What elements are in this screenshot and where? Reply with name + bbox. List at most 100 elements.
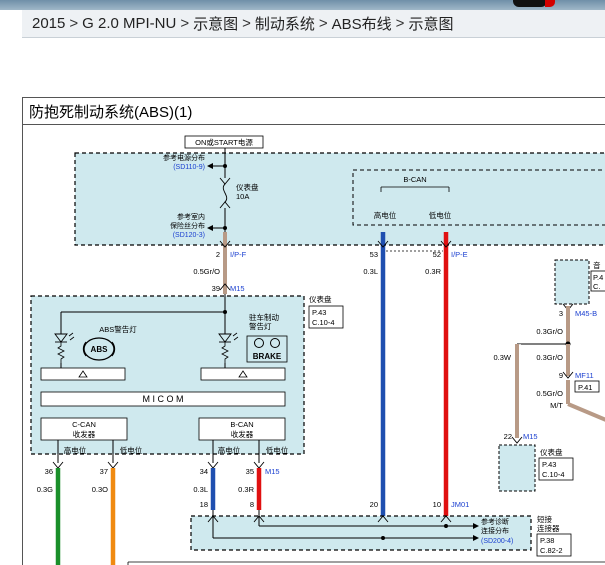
arrow-right-icon [473, 523, 479, 529]
resistor-icon [221, 342, 229, 363]
pin-label: 39 [212, 284, 220, 293]
bcan-label: B-CAN [403, 175, 426, 184]
cluster2-page: P.43 [542, 460, 556, 469]
ref-power-link[interactable]: (SD110-9) [173, 164, 205, 171]
wire-spec: 0.3R [425, 267, 441, 276]
breadcrumb-item-year[interactable]: 2015 [32, 15, 66, 32]
wire-spec: 0.3Gr/O [536, 353, 563, 362]
mf11-ref-box [574, 380, 600, 393]
wire-spec: 0.3O [92, 485, 108, 494]
fuse-rating: 10A [236, 192, 249, 201]
connector-label: JM01 [451, 500, 469, 509]
connector-label: M15 [230, 284, 245, 293]
cluster-ref-box [308, 305, 344, 329]
ccan-label: C-CAN [72, 420, 96, 429]
connector-chevron-icon [219, 240, 231, 248]
pin-label: 10 [433, 500, 441, 509]
ref-diag-label: 参考诊断 [481, 517, 509, 526]
bcan-label: 收发器 [231, 429, 254, 439]
ref-fuse-link[interactable]: (SD120-3) [173, 232, 205, 239]
splice-dot [444, 524, 448, 528]
micom-label: M I C O M [143, 394, 184, 404]
connector-label: I/P-E [451, 250, 468, 259]
power-label-box [184, 135, 264, 149]
ccan-transceiver-block [40, 417, 128, 441]
short-connector-label: 连接器 [537, 523, 560, 533]
brand-logo-accent [545, 0, 555, 7]
connector-chevron-icon [440, 240, 452, 248]
right-module-conn: C. [593, 282, 601, 291]
pin-label: 18 [200, 500, 208, 509]
wire-spec: 0.5Gr/O [536, 389, 563, 398]
abs-warning-icon [82, 341, 116, 357]
wire-spec: 0.3G [37, 485, 53, 494]
connector-chevron-icon [440, 515, 452, 523]
pin-label: 9 [559, 371, 563, 380]
driver-block [40, 367, 126, 381]
right-module-label: 音 [593, 260, 601, 270]
fuse-element-icon [222, 183, 228, 203]
breadcrumb-item-abs-wiring[interactable]: ABS布线 [331, 16, 392, 33]
pin-label: 36 [45, 467, 53, 476]
fuse-name: 仪表盘 [236, 182, 259, 192]
pin-label: 3 [559, 309, 563, 318]
wire-spec: 0.3R [238, 485, 254, 494]
wire-spec: 0.5Gr/O [193, 267, 220, 276]
bcan-label: B-CAN [230, 420, 253, 429]
bcan-low-label: 低电位 [266, 445, 289, 455]
pin-label: 20 [370, 500, 378, 509]
connector-chevron-icon [511, 436, 523, 444]
breadcrumb-separator: > [318, 15, 328, 32]
breadcrumb-separator: > [180, 15, 190, 32]
cluster2-box [498, 444, 536, 492]
pin-label: 2 [216, 250, 220, 259]
abs-symbol: ABS [91, 345, 109, 354]
connector-label: M15 [265, 467, 280, 476]
cluster2-ref-box [538, 457, 574, 481]
micom-block [40, 391, 286, 407]
pin-label: 52 [433, 250, 441, 259]
breadcrumb-item-engine[interactable]: G 2.0 MPI-NU [82, 15, 177, 32]
bcan-high-label: 高电位 [374, 210, 397, 220]
ref-fuse-label: 参考室内 [177, 212, 205, 221]
breadcrumb-item-schematic[interactable]: 示意图 [193, 16, 239, 33]
abs-lamp-label: ABS警告灯 [99, 324, 137, 334]
arrow-left-icon [207, 163, 213, 169]
cluster-page: P.43 [312, 308, 326, 317]
splice-dot [381, 536, 385, 540]
right-module-box [554, 259, 590, 305]
breadcrumb-separator: > [395, 15, 405, 32]
wiring-diagram: ON或START电源 参考电源分布 (SD110-9) 仪表盘 10A 参考室内… [30, 135, 605, 565]
bcan-high-label: 高电位 [218, 445, 241, 455]
cluster-label: 仪表盘 [309, 294, 332, 304]
wire-brown [567, 402, 605, 422]
right-module-ref-box [590, 270, 605, 292]
pin-label: 34 [200, 467, 208, 476]
mf11-page: P.41 [578, 383, 592, 392]
ref-diag-link[interactable]: (SD200-4) [481, 538, 513, 545]
short-connector-conn: C.82-2 [540, 546, 563, 555]
abs-warning-icon [83, 337, 115, 361]
brake-warning-icon [246, 335, 288, 363]
wire-spec: 0.3L [193, 485, 208, 494]
short-connector-ref-box [536, 533, 572, 557]
pin-label: 37 [100, 467, 108, 476]
short-connector-panel [190, 515, 532, 551]
resistor-icon [57, 342, 65, 363]
connector-chevron-icon [562, 371, 574, 379]
park-brake-label: 驻车制动 [249, 312, 279, 322]
diagram-title: 防抱死制动系统(ABS)(1) [23, 98, 605, 125]
pin-label: 8 [250, 500, 254, 509]
connector-label: M45-B [575, 309, 597, 318]
breadcrumb: 2015 > G 2.0 MPI-NU > 示意图 > 制动系统 > ABS布线… [22, 10, 605, 38]
brand-logo [513, 0, 547, 7]
breadcrumb-separator: > [69, 15, 79, 32]
wire-spec: 0.3L [363, 267, 378, 276]
breadcrumb-separator: > [242, 15, 251, 32]
brake-warning-icon [254, 338, 264, 348]
brake-warning-icon [270, 338, 280, 348]
wiring-diagram-frame: 防抱死制动系统(ABS)(1) ON或START电源 参考电源分布 (SD110… [22, 97, 605, 565]
ref-diag-label: 连接分布 [481, 526, 509, 535]
connector-chevron-icon [219, 283, 231, 291]
breadcrumb-item-brake-system[interactable]: 制动系统 [254, 16, 315, 33]
